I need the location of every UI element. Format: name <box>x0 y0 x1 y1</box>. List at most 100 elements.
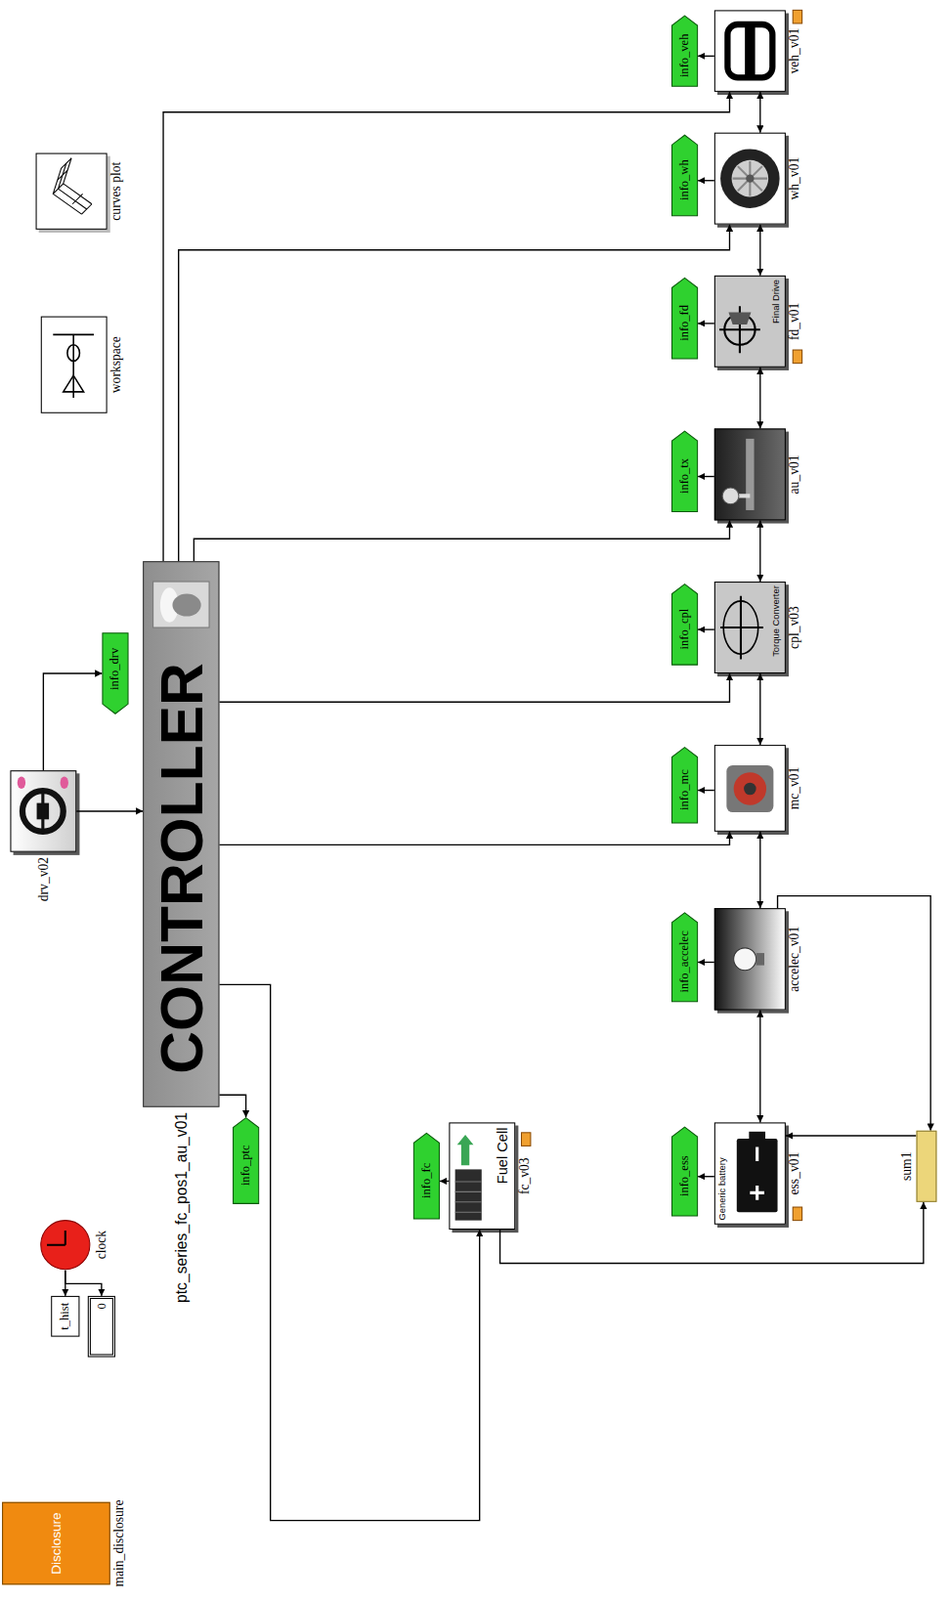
signal-line <box>759 367 761 430</box>
signal-line <box>697 961 715 963</box>
gear-slot <box>745 438 754 511</box>
signal-line <box>178 224 731 562</box>
signal-line <box>76 810 143 812</box>
block-label: accelec_v01 <box>787 926 803 993</box>
block-title: Torque Converter <box>771 585 781 657</box>
block-label: wh_v01 <box>787 157 803 201</box>
signal-line <box>193 519 730 562</box>
tag-text: info_ess <box>678 1155 692 1197</box>
subsystem-block: Disclosuremain_disclosure <box>1 1502 111 1586</box>
block-label: fd_v01 <box>787 302 803 341</box>
block-title: t_hist <box>58 1302 73 1331</box>
port-tag <box>792 1207 802 1221</box>
signal-line <box>759 519 761 582</box>
block-label: cpl_v03 <box>787 605 803 649</box>
steering-wheel <box>22 790 64 832</box>
gearbox-block: au_v01 <box>714 428 786 520</box>
tag-text: info_veh <box>678 34 692 79</box>
driver-hand <box>60 776 69 789</box>
goto-tag: info_wh <box>671 134 698 217</box>
motor-fill <box>714 744 786 832</box>
tag-shape <box>102 633 129 714</box>
steering-spoke <box>41 790 44 832</box>
battery-body <box>736 1138 778 1212</box>
car-body <box>727 24 773 78</box>
tire <box>720 148 780 209</box>
battery-block: Generic batteryess_v01 <box>714 1122 786 1224</box>
block-title: Fuel Cell <box>494 1127 511 1185</box>
block-label: sum1 <box>900 1152 915 1181</box>
battery-fill <box>714 1122 786 1224</box>
motor-housing <box>726 765 774 813</box>
battery-signs <box>749 1146 765 1200</box>
plot-fill <box>36 153 108 230</box>
tag-shape <box>672 912 698 1002</box>
signal-line <box>500 1202 924 1264</box>
goto-tag: info_veh <box>671 15 698 87</box>
workspace-icon-lines <box>52 334 94 398</box>
stack-plates <box>455 1181 482 1212</box>
fuel-cell-stack <box>455 1168 482 1220</box>
tag-text: info_ptc <box>239 1144 254 1186</box>
workspace-fill <box>41 316 108 414</box>
controller-fill <box>142 561 219 1108</box>
final-drive-block: Final Drivefd_v01 <box>714 275 786 368</box>
torque-converter-block: Torque Convertercpl_v03 <box>714 581 786 674</box>
signal-line <box>759 91 761 133</box>
signal-line <box>218 984 479 1520</box>
goto-tag: info_mc <box>671 746 698 823</box>
clock-face <box>41 1220 90 1270</box>
bulb-glass <box>734 948 757 971</box>
port-tag <box>521 1132 531 1147</box>
sum-block: sum1 <box>916 1130 938 1203</box>
signal-line <box>218 831 730 846</box>
driver-fill <box>9 770 77 853</box>
portrait-frame <box>153 581 210 628</box>
block-title: CONTROLLER <box>148 662 215 1074</box>
tag-text: info_mc <box>678 769 692 811</box>
flow-arrow <box>457 1134 475 1166</box>
tag-text: info_wh <box>678 159 692 201</box>
gear-knob <box>722 487 739 505</box>
vehicle-fill <box>714 9 786 92</box>
signal-line <box>697 179 715 181</box>
tag-text: info_cpl <box>678 608 692 650</box>
signal-line <box>697 55 715 57</box>
goto-tag: info_ess <box>671 1126 698 1217</box>
motor-block: mc_v01 <box>714 744 786 832</box>
clock-hands <box>46 1230 66 1246</box>
tag-shape <box>672 15 698 87</box>
block-label: main_disclosure <box>112 1500 128 1588</box>
goto-tag: info_drv <box>101 632 129 715</box>
workspace-block: workspace <box>41 316 108 414</box>
gearbox-fill <box>714 428 786 520</box>
signal-line <box>439 1180 449 1182</box>
workspace-icon-oval <box>67 345 81 362</box>
wheel-fill <box>714 132 786 225</box>
block-label: fc_v03 <box>517 1157 532 1195</box>
signal-line <box>697 789 715 791</box>
block-label: drv_v02 <box>36 857 51 902</box>
tag-text: info_drv <box>108 647 123 691</box>
block-title: 0 <box>94 1302 109 1309</box>
signal-line <box>697 322 715 324</box>
port-tag <box>792 349 802 364</box>
goto-tag: info_fc <box>413 1132 440 1220</box>
signal-line <box>759 224 761 276</box>
block-title: Generic battery <box>718 1157 729 1220</box>
fuel-cell-fill <box>448 1122 516 1230</box>
wheel-hub <box>745 173 754 182</box>
goto-tag: info_fd <box>671 277 698 360</box>
goto-tag: info_cpl <box>671 583 698 666</box>
clock-source: clock <box>40 1219 91 1271</box>
fuel-cell-block: Fuel Cellfc_v03 <box>448 1122 516 1230</box>
block-label: curves plot <box>109 162 125 221</box>
tag-text: info_accelec <box>678 930 692 993</box>
portrait-face <box>172 594 201 617</box>
clock-outline <box>40 1219 91 1271</box>
signal-line <box>759 673 761 745</box>
port-tag <box>792 9 802 24</box>
tag-shape <box>413 1132 439 1219</box>
bevel-gear <box>728 311 751 325</box>
display-block: 0 <box>87 1295 116 1358</box>
